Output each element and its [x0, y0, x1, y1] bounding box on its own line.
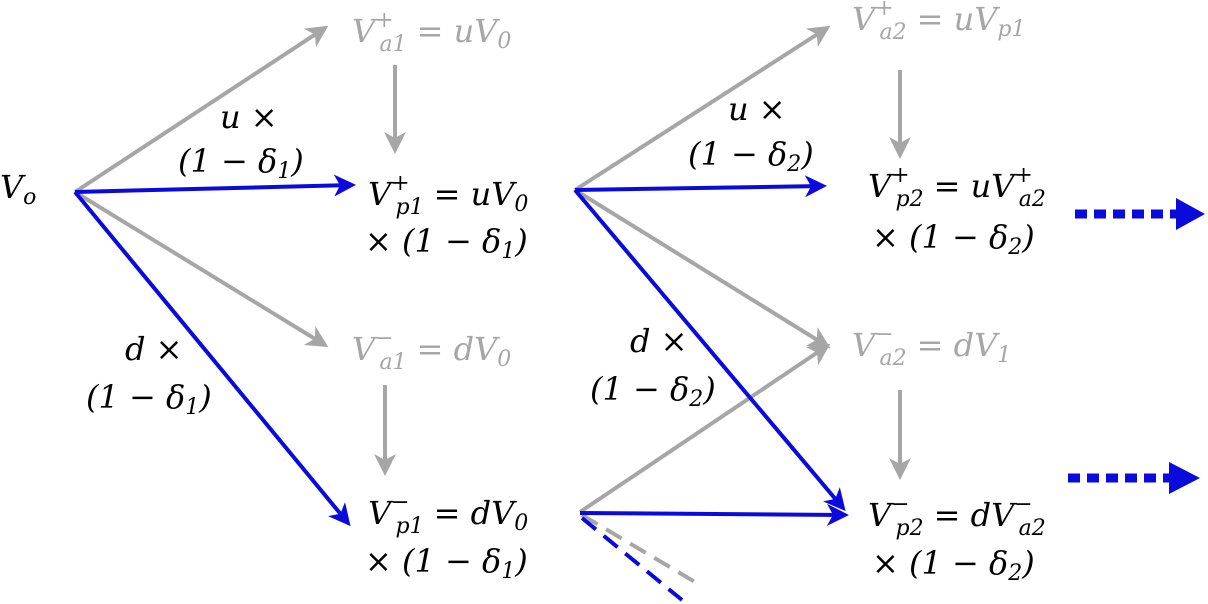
node-vp1-minus-line2: × (1 − δ1): [365, 542, 528, 584]
node-vp2-plus-line2: × (1 − δ2): [872, 218, 1035, 260]
arrow-vp1-minus-to-vp2-minus: [579, 503, 849, 526]
arrow-vp1-plus-to-vp2-minus: [573, 188, 846, 512]
arrow-v0-to-vp1-plus: [74, 174, 356, 197]
edge-label-d1-line1: d ×: [125, 330, 182, 368]
arrow-v0-to-va1-minus: [73, 190, 329, 348]
node-v0: Vo: [0, 168, 36, 210]
node-vp2-minus: V−p2= dV−a2: [868, 492, 1046, 541]
dotted-arrowhead-bottom: [1169, 462, 1200, 494]
edge-label-d2-line2: (1 − δ2): [590, 370, 716, 412]
node-va1-plus: V+a1= uV0: [352, 8, 511, 57]
arrow-vp1-minus-to-va2-minus: [578, 343, 831, 514]
dotted-arrowhead-top: [1176, 198, 1205, 230]
edge-label-d1-line2: (1 − δ1): [86, 378, 212, 420]
node-vp1-plus: V+p1= uV0: [368, 171, 528, 220]
node-vp2-minus-line2: × (1 − δ2): [872, 544, 1035, 586]
dashed-continuation-gray: [580, 513, 697, 584]
edge-label-u1-line1: u ×: [220, 98, 278, 136]
node-vp1-minus: V−p1= dV0: [368, 490, 528, 539]
arrow-v0-to-vp1-minus: [73, 190, 351, 527]
node-va1-minus: V−a1= dV0: [352, 326, 511, 375]
arrow-vp1-plus-to-vp2-plus: [574, 175, 827, 198]
edge-label-u2-line2: (1 − δ2): [688, 135, 814, 177]
edge-label-u1-line2: (1 − δ1): [178, 142, 304, 184]
dashed-continuation-blue: [580, 516, 684, 602]
arrow-v0-to-va1-plus: [73, 25, 329, 194]
edge-label-u2-line1: u ×: [728, 90, 786, 128]
arrow-vp1-plus-to-va2-plus: [573, 25, 831, 192]
node-va2-minus: V−a2= dV1: [852, 322, 1011, 371]
node-vp1-plus-line2: × (1 − δ1): [365, 222, 528, 264]
node-vp2-plus: V+p2= uV+a2: [868, 163, 1046, 212]
arrow-vp1-plus-to-va2-minus: [573, 188, 831, 349]
edge-label-d2-line1: d ×: [630, 322, 687, 360]
node-va2-plus: V+a2= uVp1: [852, 0, 1025, 45]
